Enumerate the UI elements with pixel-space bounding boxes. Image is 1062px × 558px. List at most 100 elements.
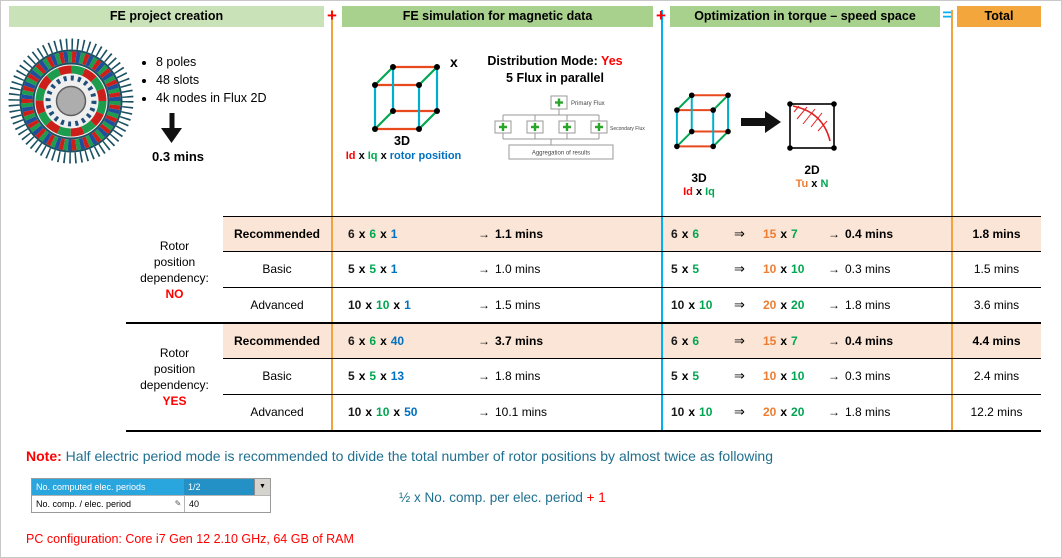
- divider-cyan: [661, 10, 663, 431]
- table-line: [223, 287, 1041, 288]
- plane-2d-label: 2D: [804, 163, 820, 177]
- spec-bullet-list: 8 poles 48 slots 4k nodes in Flux 2D: [139, 53, 266, 107]
- total-time: 4.4 mins: [972, 334, 1021, 348]
- total-time: 2.4 mins: [973, 369, 1020, 383]
- opt-time: →0.3 mins: [828, 262, 891, 276]
- fe-creation-time: 0.3 mins: [151, 149, 205, 164]
- table-line: [223, 358, 1041, 359]
- row-category: Advanced: [250, 405, 304, 419]
- bullet-item: 48 slots: [156, 71, 266, 89]
- opt-time: →1.8 mins: [828, 405, 891, 419]
- sim-time: →3.7 mins: [478, 334, 544, 348]
- plus-operator-icon: +: [656, 6, 666, 25]
- comp-per-elec-period-label: No. comp. / elec. period: [36, 499, 132, 509]
- row-category: Recommended: [233, 334, 321, 348]
- table-line: [223, 394, 1041, 395]
- row-category: Advanced: [250, 298, 304, 312]
- row-category: Basic: [262, 369, 292, 383]
- elec-period-settings-widget: No. computed elec. periods 1/2 ▼ No. com…: [31, 478, 271, 513]
- implies-arrow: ⇒: [734, 404, 745, 419]
- cube-3d-label: 3D: [394, 134, 410, 148]
- implies-arrow: ⇒: [734, 333, 745, 348]
- total-time: 12.2 mins: [970, 405, 1023, 419]
- half-period-formula: ½ x No. comp. per elec. period + 1: [399, 490, 606, 505]
- header-total: Total: [957, 6, 1041, 27]
- right-arrow-icon: [741, 111, 781, 133]
- multiply-sign: x: [450, 54, 458, 70]
- down-arrow-icon: [161, 113, 182, 143]
- secondary-flux-label: Secondary Flux: [610, 126, 645, 132]
- bullet-item: 8 poles: [156, 53, 266, 71]
- computed-elec-periods-row: No. computed elec. periods 1/2 ▼: [32, 479, 270, 495]
- plus-operator-icon: +: [327, 6, 337, 25]
- comp-per-elec-period-value[interactable]: 40: [184, 496, 270, 512]
- sim-time: →1.5 mins: [478, 298, 541, 312]
- table-group-line: [126, 430, 1041, 432]
- aggregation-label: Aggregation of results: [532, 151, 590, 157]
- implies-arrow: ⇒: [734, 368, 745, 383]
- motor-cross-section-image: [8, 38, 134, 164]
- flux-distribution-diagram: Primary Flux Secondary Flux Aggregation …: [494, 95, 645, 160]
- total-time: 1.8 mins: [972, 227, 1021, 241]
- sim-time: →10.1 mins: [478, 405, 548, 419]
- header-fe-simulation: FE simulation for magnetic data: [342, 6, 653, 27]
- table-line: [223, 216, 1041, 217]
- comp-per-elec-period-row: No. comp. / elec. period ✎ 40: [32, 495, 270, 512]
- dropdown-arrow-icon[interactable]: ▼: [254, 479, 270, 495]
- opt-time: →0.3 mins: [828, 369, 891, 383]
- bullet-item: 4k nodes in Flux 2D: [156, 89, 266, 107]
- flux-parallel-line: 5 Flux in parallel: [506, 71, 604, 85]
- recommended-row-highlight: [223, 217, 1041, 251]
- distribution-mode-block: Distribution Mode: Yes 5 Flux in paralle…: [469, 53, 641, 87]
- equals-operator-icon: =: [942, 7, 952, 24]
- recommended-row-highlight: [223, 324, 1041, 358]
- group-label-no: Rotor position dependency: NO: [140, 238, 209, 301]
- group-label-yes: Rotor position dependency: YES: [140, 345, 209, 408]
- row-category: Basic: [262, 262, 292, 276]
- opt-time: →1.8 mins: [828, 298, 891, 312]
- sim-time: →1.8 mins: [478, 369, 541, 383]
- opt-time: →0.4 mins: [828, 227, 894, 241]
- divider-orange-right: [951, 10, 953, 431]
- pc-configuration: PC configuration: Core i7 Gen 12 2.10 GH…: [26, 532, 354, 546]
- implies-arrow: ⇒: [734, 226, 745, 241]
- note-line: Note: Half electric period mode is recom…: [26, 448, 774, 464]
- implies-arrow: ⇒: [734, 261, 745, 276]
- sim-time: →1.1 mins: [478, 227, 544, 241]
- computed-elec-periods-label: No. computed elec. periods: [36, 482, 146, 492]
- cube-3d-label: 3D: [691, 171, 707, 185]
- opt-2d-axis-label: Tu x N: [795, 178, 829, 190]
- sim-axis-label: Id x Iq x rotor position: [345, 150, 462, 162]
- opt-time: →0.4 mins: [828, 334, 894, 348]
- plane-2d-icon: [787, 101, 837, 151]
- computed-elec-periods-value[interactable]: 1/2: [184, 479, 254, 495]
- implies-arrow: ⇒: [734, 297, 745, 312]
- table-line: [223, 251, 1041, 252]
- table-group-line: [126, 322, 1041, 324]
- header-optimization: Optimization in torque – speed space: [670, 6, 940, 27]
